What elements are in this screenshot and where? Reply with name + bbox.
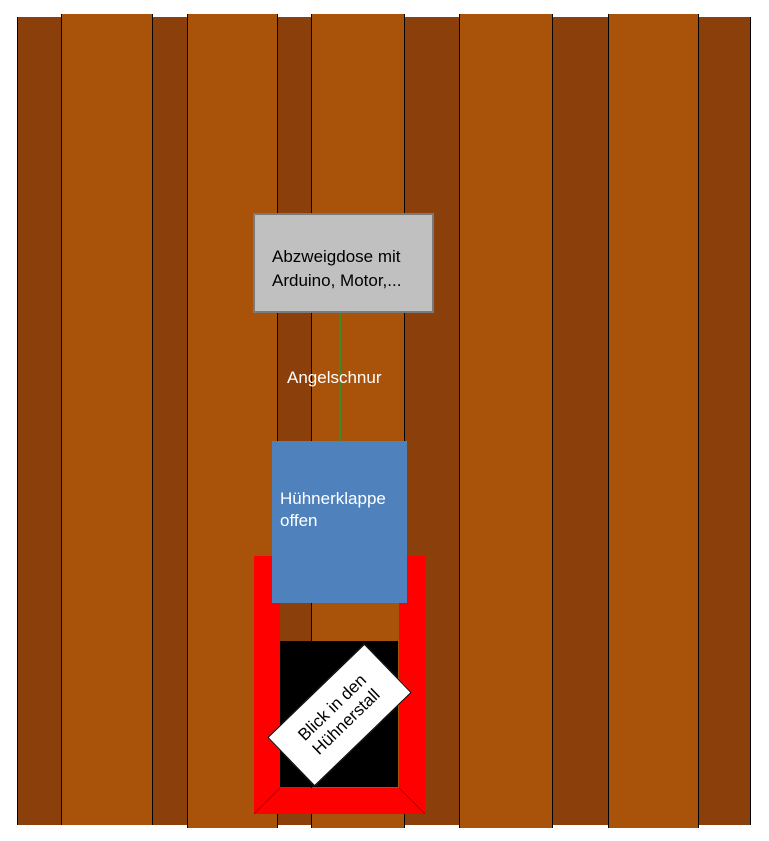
chicken-hatch-label: Hühnerklappe offen [280,489,386,530]
door-frame [254,556,425,814]
wall-plank [698,17,751,825]
wall-plank [152,17,188,825]
fishing-line-label: Angelschnur [287,368,382,387]
wall-plank [608,14,699,828]
wall-plank [459,14,553,828]
fishing-line [339,313,341,441]
wall-plank [552,17,609,825]
junction-box-label: Abzweigdose mit Arduino, Motor,... [272,247,402,290]
wall-plank [61,14,153,825]
junction-box: Abzweigdose mit Arduino, Motor,... [253,213,434,313]
chicken-hatch: Hühnerklappe offen [272,441,407,603]
wall-plank [17,17,62,825]
